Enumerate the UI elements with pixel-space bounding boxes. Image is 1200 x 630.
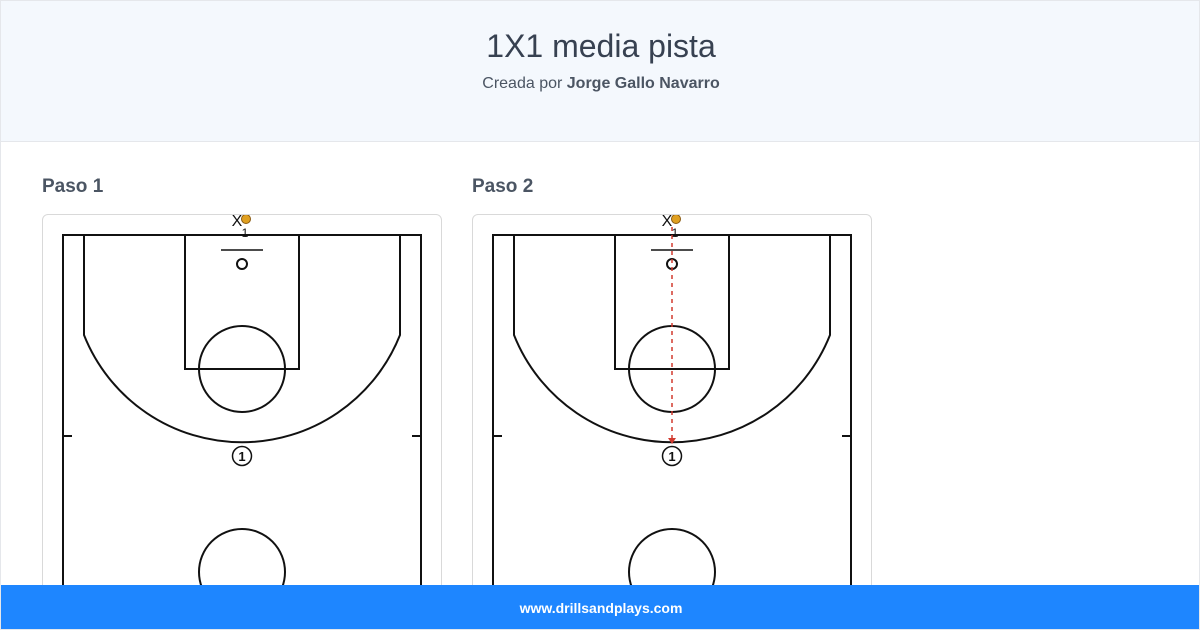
ball-icon	[671, 215, 681, 224]
step-1: Paso 1 X 1 1	[42, 174, 442, 614]
court-diagram: X 1 1	[492, 215, 852, 613]
defender-x-label: X	[232, 215, 243, 230]
attacker-number: 1	[238, 449, 245, 464]
court-boundary	[62, 234, 422, 613]
key-area	[184, 234, 300, 370]
step-2: Paso 2 X 1	[472, 174, 872, 614]
attacker-circle	[231, 445, 253, 467]
defender-number: 1	[672, 226, 679, 240]
page-header: 1X1 media pista Creada por Jorge Gallo N…	[1, 1, 1199, 142]
center-circle	[198, 528, 286, 613]
page-title: 1X1 media pista	[486, 28, 716, 64]
pass-arrow-head	[668, 438, 676, 444]
author-line: Creada por Jorge Gallo Navarro	[1, 74, 1199, 94]
ball-icon	[241, 215, 251, 224]
step-2-label: Paso 2	[472, 176, 534, 197]
attacker-circle	[661, 445, 683, 467]
three-point-line	[83, 235, 401, 444]
author-name[interactable]: Jorge Gallo Navarro	[566, 75, 720, 92]
step-1-label: Paso 1	[42, 176, 104, 197]
attacker-number: 1	[668, 449, 675, 464]
created-by-label: Creada por	[482, 75, 563, 92]
step-1-diagram[interactable]: X 1 1	[42, 214, 442, 614]
free-throw-circle	[198, 325, 286, 413]
page-footer: www.drillsandplays.com	[1, 585, 1199, 629]
center-circle	[628, 528, 716, 613]
court-diagram: X 1 1	[62, 215, 422, 613]
hoop	[236, 258, 248, 270]
site-link[interactable]: www.drillsandplays.com	[519, 600, 683, 616]
step-2-diagram[interactable]: X 1 1	[472, 214, 872, 614]
defender-number: 1	[242, 226, 249, 240]
defender-x-label: X	[662, 215, 673, 230]
